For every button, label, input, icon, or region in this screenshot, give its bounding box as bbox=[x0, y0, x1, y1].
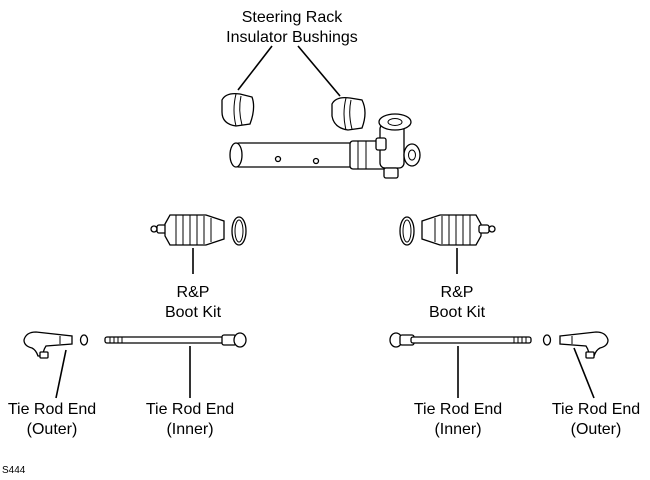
label-tie-rod-end-outer-right: Tie Rod End (Outer) bbox=[546, 400, 646, 440]
label-tie-rod-end-inner-right-line2: (Inner) bbox=[434, 421, 482, 438]
label-tie-rod-end-inner-left-line1: Tie Rod End bbox=[145, 401, 235, 418]
figure-code: S444 bbox=[2, 465, 26, 476]
steering-rack bbox=[229, 113, 421, 179]
label-tie-rod-end-outer-right-line1: Tie Rod End bbox=[551, 401, 641, 418]
label-boot-kit-left: R&P Boot Kit bbox=[153, 283, 233, 323]
tie-rod-end-inner-left bbox=[104, 332, 247, 348]
label-tie-rod-end-outer-right-line2: (Outer) bbox=[570, 421, 622, 438]
label-boot-kit-left-line1: R&P bbox=[176, 284, 210, 301]
label-bushings: Steering Rack Insulator Bushings bbox=[200, 8, 384, 48]
boot-kit-left bbox=[150, 214, 247, 246]
label-tie-rod-end-inner-right: Tie Rod End (Inner) bbox=[408, 400, 508, 440]
label-boot-kit-right-line2: Boot Kit bbox=[428, 304, 486, 321]
insulator-bushing-right bbox=[331, 96, 366, 131]
label-tie-rod-end-inner-left-line2: (Inner) bbox=[166, 421, 214, 438]
leader-lines bbox=[55, 45, 595, 399]
label-tie-rod-end-outer-left: Tie Rod End (Outer) bbox=[2, 400, 102, 440]
label-bushings-line2: Insulator Bushings bbox=[226, 29, 358, 46]
label-tie-rod-end-outer-left-line2: (Outer) bbox=[26, 421, 78, 438]
boot-kit-right bbox=[399, 214, 496, 246]
label-tie-rod-end-inner-right-line1: Tie Rod End bbox=[413, 401, 503, 418]
tie-rod-end-outer-left bbox=[23, 331, 89, 359]
tie-rod-end-outer-right bbox=[542, 331, 609, 359]
label-bushings-line1: Steering Rack bbox=[241, 9, 343, 26]
label-boot-kit-right-line1: R&P bbox=[440, 284, 474, 301]
insulator-bushing-left bbox=[221, 92, 255, 127]
label-tie-rod-end-outer-left-line1: Tie Rod End bbox=[7, 401, 97, 418]
label-tie-rod-end-inner-left: Tie Rod End (Inner) bbox=[140, 400, 240, 440]
label-boot-kit-left-line2: Boot Kit bbox=[164, 304, 222, 321]
tie-rod-end-inner-right bbox=[389, 332, 532, 348]
label-boot-kit-right: R&P Boot Kit bbox=[417, 283, 497, 323]
